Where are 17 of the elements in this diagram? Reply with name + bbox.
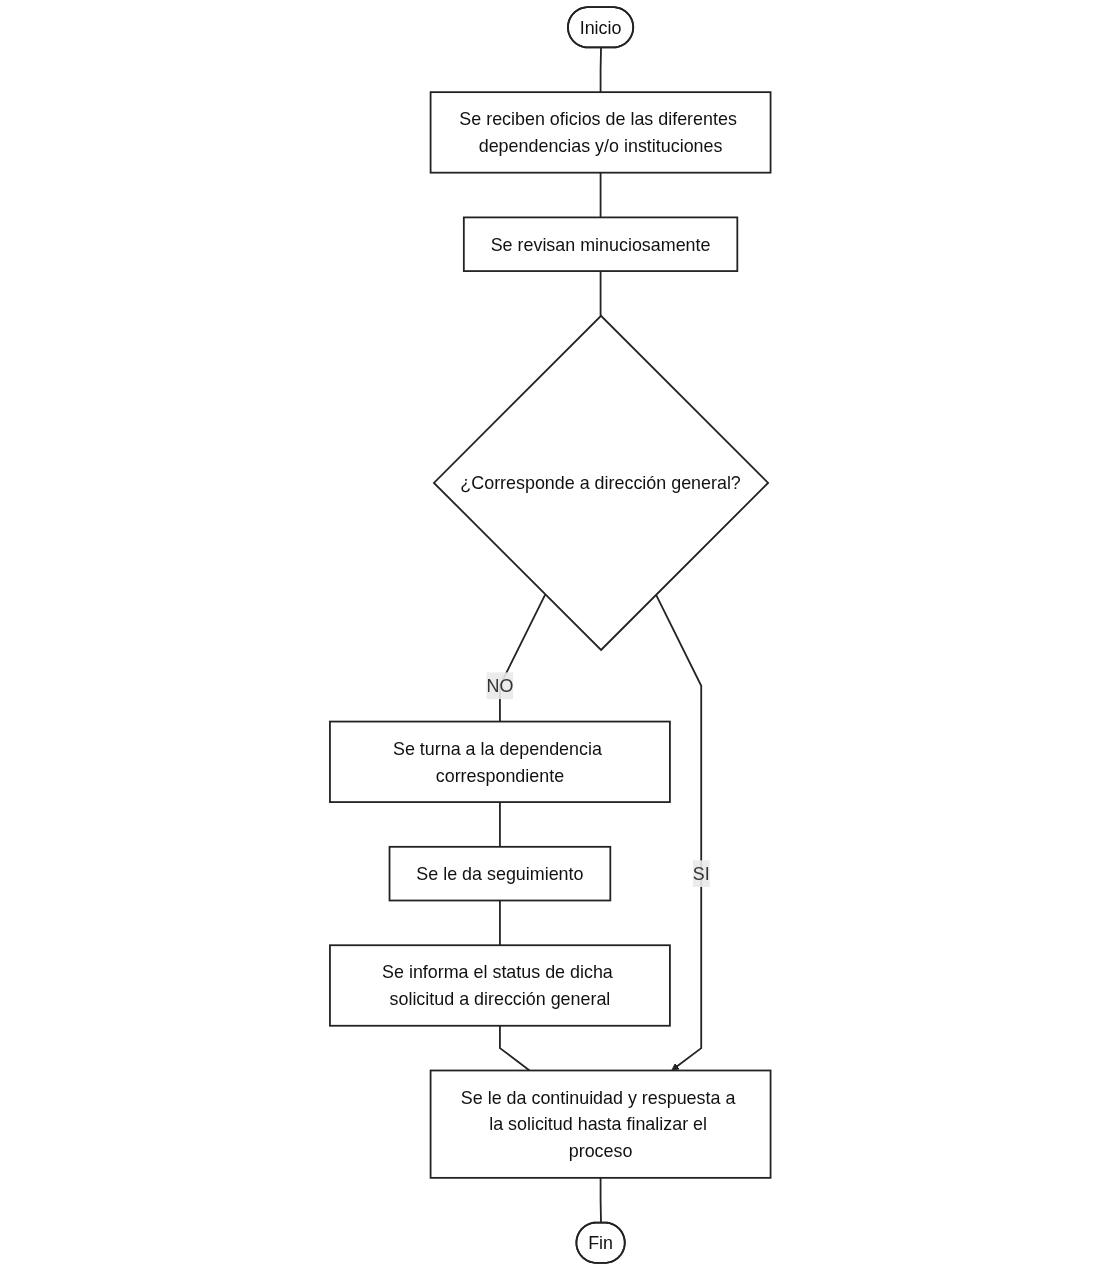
node-box: Se reciben oficios de las diferentes dependencias y/o instituciones (429, 91, 772, 174)
connector (599, 171, 602, 219)
connector (599, 46, 602, 94)
connector (498, 801, 501, 848)
connector (498, 899, 501, 947)
arrow (654, 593, 702, 1071)
connector (498, 1024, 531, 1072)
node-box: Se le da continuidad y respuesta a la solicitud hasta finalizar el proceso (429, 1069, 772, 1179)
node-box: Se turna a la dependencia correspondiente (328, 720, 671, 803)
node-box: Se informa el status de dicha solicitud a dirección general (328, 944, 671, 1027)
edge-label: NO (486, 675, 514, 696)
connector (599, 1176, 602, 1224)
node-diamond: ¿Corresponde a dirección general? (432, 314, 770, 652)
connector (599, 270, 602, 317)
edge-label: SI (692, 863, 710, 884)
node-box: Se le da seguimiento (388, 845, 611, 902)
node-box: Se revisan minuciosamente (462, 216, 738, 272)
